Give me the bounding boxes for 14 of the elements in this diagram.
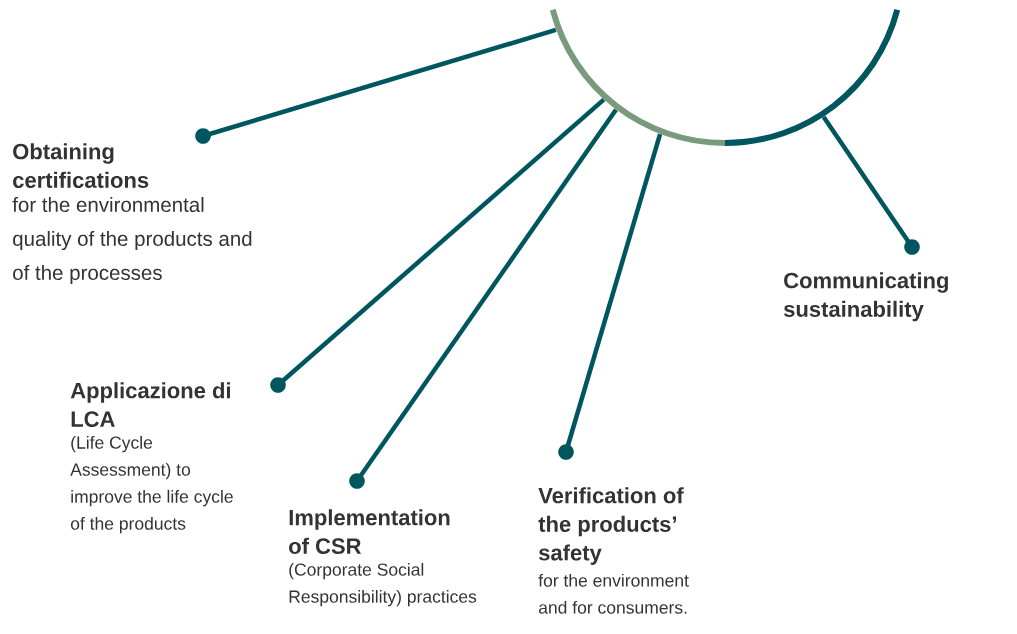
heading: Obtaining certifications — [13, 143, 149, 188]
description: (Life Cycle Assessment) to improve the life cycle of the products — [70, 435, 233, 534]
description: (Corporate Social Responsibility) practices — [289, 562, 477, 607]
connector-line — [195, 27, 557, 144]
heading: Applicazione di LCA — [70, 382, 230, 427]
connector-line — [349, 108, 618, 489]
heading: Communicating sustainability — [783, 272, 948, 322]
description: for the environmental quality of the products and of the processes — [12, 196, 252, 285]
connector-line — [821, 115, 920, 255]
connector-line — [558, 133, 663, 460]
heading: Implementation of CSR — [289, 509, 450, 554]
connector-line — [270, 97, 606, 393]
description: for the environment and for consumers. — [538, 573, 689, 614]
heading: Verification of the products’ safety — [538, 487, 684, 565]
